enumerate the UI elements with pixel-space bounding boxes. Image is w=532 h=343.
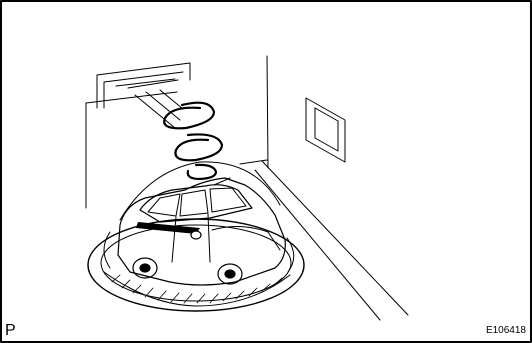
room-background	[86, 56, 408, 320]
figure-id: E106418	[486, 326, 526, 336]
wall-window-icon	[306, 98, 345, 162]
view-label: P	[5, 323, 16, 339]
garage-door-icon	[97, 63, 190, 128]
